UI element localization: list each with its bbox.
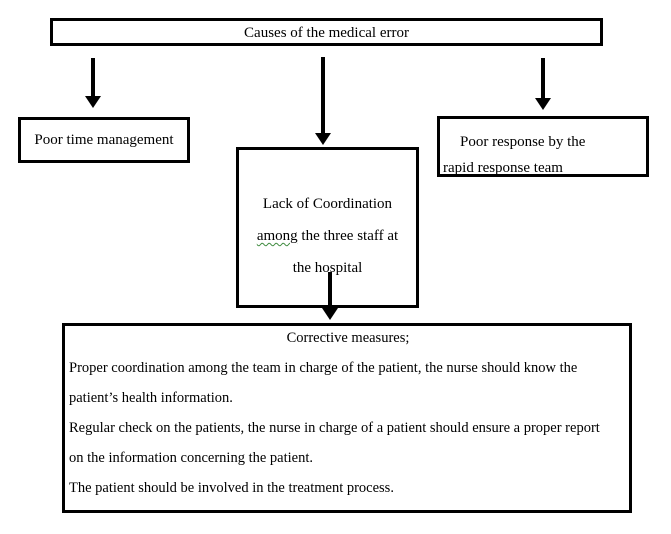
arrow-head [315,133,331,145]
arrow-shaft [541,58,545,99]
box-corrective-measures: Corrective measures; Proper coordination… [62,323,632,513]
corrective-measures-line-5: The patient should be involved in the tr… [69,480,394,496]
arrow-shaft [328,272,332,309]
arrow-shaft [321,57,325,134]
corrective-measures-content: Corrective measures; Proper coordination… [69,323,627,503]
arrow-head [535,98,551,110]
arrow-to-lack-of-coordination-icon [315,57,331,145]
grammar-underlined-word: among [256,228,298,244]
poor-response-line-2: rapid response team [443,160,563,176]
corrective-measures-line-4: on the information concerning the patien… [69,450,314,466]
corrective-measures-title: Corrective measures; [286,330,410,346]
corrective-measures-line-2: patient’s health information. [69,390,233,406]
lack-of-coordination-line-2: among the three staff at [239,220,416,252]
box-lack-of-coordination: Lack of Coordination among the three sta… [236,147,419,308]
arrow-to-corrective-measures-icon [322,272,338,320]
box-causes-of-medical-error: Causes of the medical error [50,18,603,46]
poor-response-line-1: Poor response by the [460,134,586,150]
arrow-head [85,96,101,108]
corrective-measures-line-3: Regular check on the patients, the nurse… [69,420,600,436]
causes-label: Causes of the medical error [244,25,409,41]
box-poor-response: Poor response by the rapid response team [437,116,649,177]
lack-of-coordination-line-1: Lack of Coordination [262,196,393,212]
lack-of-coordination-line-2-rest: the three staff at [297,228,399,244]
arrow-shaft [91,58,95,97]
corrective-measures-line-1: Proper coordination among the team in ch… [69,360,578,376]
arrow-to-poor-time-management-icon [85,58,101,108]
arrow-head [322,308,338,320]
lack-of-coordination-line-3: the hospital [292,260,363,276]
poor-time-management-label: Poor time management [34,131,174,148]
arrow-to-poor-response-icon [535,58,551,110]
box-poor-time-management: Poor time management [18,117,190,163]
